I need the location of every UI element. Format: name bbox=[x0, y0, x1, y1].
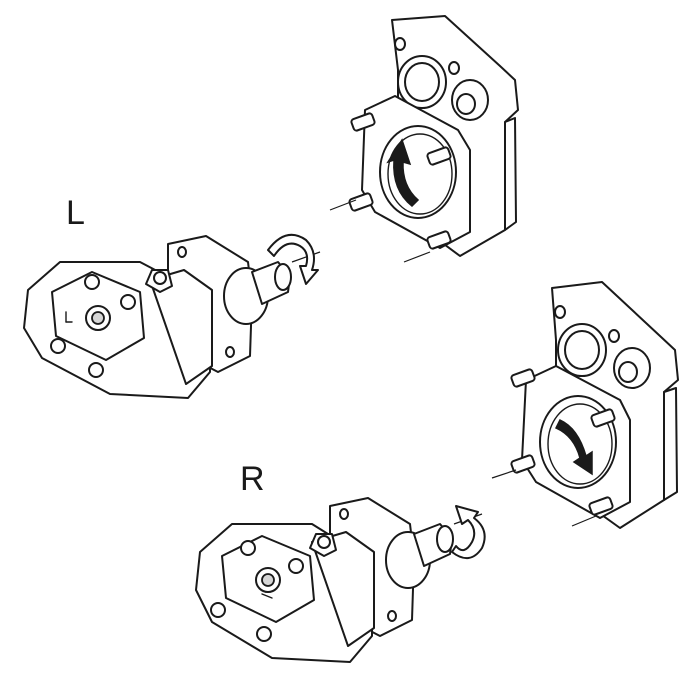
label-left-rotation: L bbox=[66, 194, 85, 232]
mounting-flange-right bbox=[491, 281, 679, 529]
label-right-rotation: R bbox=[240, 460, 265, 498]
rotation-arrow-left bbox=[267, 233, 319, 285]
pump-left bbox=[23, 235, 321, 399]
rotation-arrow-right bbox=[451, 505, 486, 559]
pump-right bbox=[195, 497, 483, 663]
mounting-flange-left bbox=[329, 15, 519, 263]
